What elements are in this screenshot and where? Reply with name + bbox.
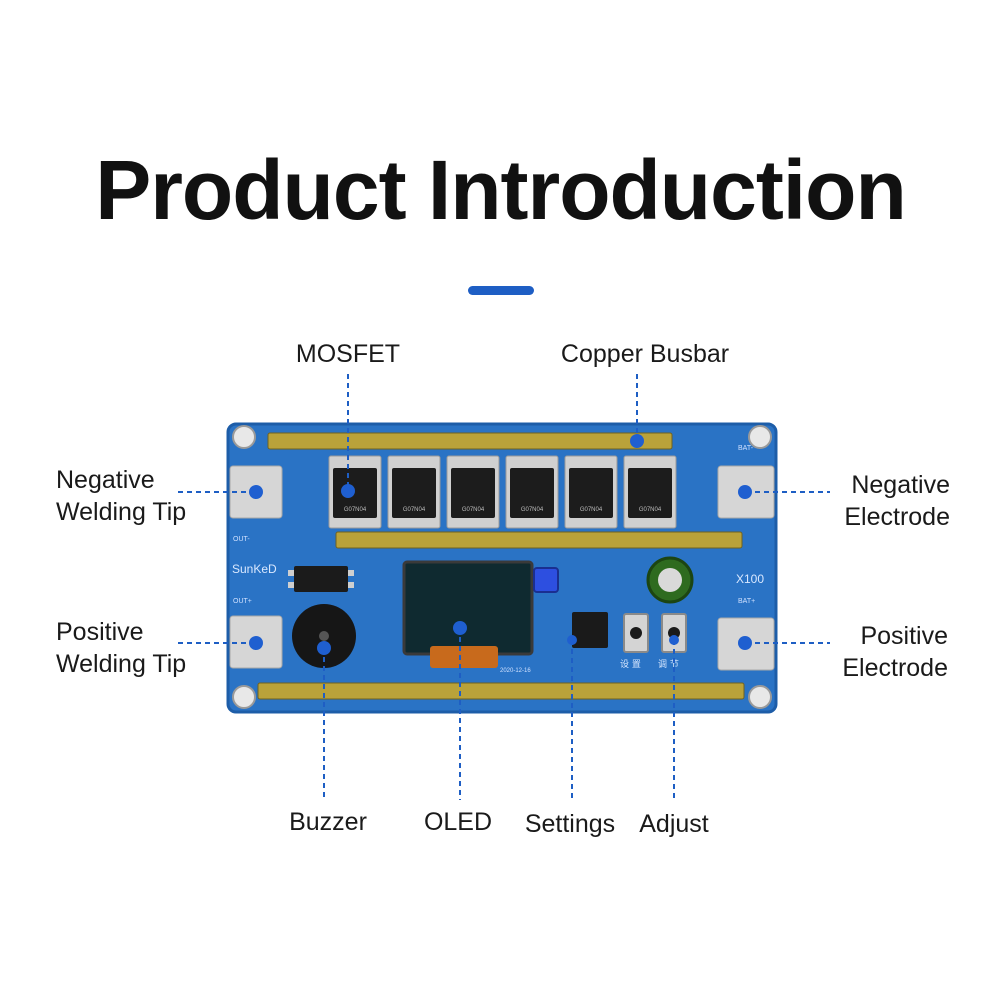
label-copper-busbar: Copper Busbar [560,340,730,368]
mosfet-body [333,468,377,518]
chip-pin [288,570,294,576]
mosfet-body [510,468,554,518]
callout-dot-settings [567,635,577,645]
mosfet-marking: G07N04 [344,507,367,513]
mosfet-marking: G07N04 [639,507,662,513]
label-positive-electrode: Positive Electrode [790,620,948,684]
label-negative-welding-tip: Negative Welding Tip [56,464,186,528]
callout-dot-positive-welding-tip [249,636,263,650]
label-settings: Settings [524,810,616,838]
label-negative-electrode: Negative Electrode [790,469,950,533]
mosfet: G07N04 [623,455,677,529]
callout-dots [249,434,752,655]
label-negative-welding-tip-line2: Welding Tip [56,498,187,526]
label-negative-welding-tip-line1: Negative [56,466,155,494]
mosfet-row: G07N04 G07N04 G07N04 G07N04 G07N04 G07N04 [328,455,677,529]
copper-busbar-middle [335,531,743,549]
copper-busbar-bottom [257,682,745,700]
silk-bat-minus: BAT- [738,445,754,452]
mosfet: G07N04 [387,455,441,529]
mosfet: G07N04 [446,455,500,529]
silk-out-plus: OUT+ [233,598,252,605]
callout-dot-copper-busbar [630,434,644,448]
label-positive-welding-tip-line1: Positive [56,618,144,646]
mosfet-marking: G07N04 [521,507,544,513]
silk-brand: SunKeD [232,562,277,576]
mounting-holes [232,425,772,709]
mosfet-marking: G07N04 [403,507,426,513]
mosfet-body [628,468,672,518]
callout-dot-negative-electrode [738,485,752,499]
buzzer-hole [319,631,329,641]
oled-display [402,560,534,656]
control-ic [572,612,608,648]
label-adjust: Adjust [639,810,709,838]
mosfet-body [392,468,436,518]
label-negative-electrode-line1: Negative [851,471,950,499]
label-positive-electrode-line2: Electrode [842,654,948,682]
silk-button-label-adjust: 调 节 [658,659,679,670]
label-buzzer: Buzzer [289,808,367,836]
mosfet-marking: G07N04 [580,507,603,513]
mosfet: G07N04 [564,455,618,529]
callout-dot-positive-electrode [738,636,752,650]
label-oled: OLED [423,808,493,836]
mosfet-body [569,468,613,518]
label-mosfet: MOSFET [295,340,401,368]
capacitor-top [658,568,682,592]
label-positive-welding-tip: Positive Welding Tip [56,616,186,680]
mosfet-marking: G07N04 [462,507,485,513]
mosfet: G07N04 [505,455,559,529]
copper-busbar-top [267,432,673,450]
callout-dot-adjust [669,635,679,645]
mounting-hole [748,425,772,449]
page-title: Product Introduction [95,143,907,237]
mosfet-body [451,468,495,518]
silk-model: X100 [736,572,764,586]
chip-pin [348,570,354,576]
leader-lines [178,374,830,800]
pcb-board-edge [226,422,778,714]
silk-bat-plus: BAT+ [738,598,755,605]
mosfet: G07N04 [328,455,382,529]
callout-dot-negative-welding-tip [249,485,263,499]
silk-out-minus: OUT- [233,536,250,543]
mounting-hole [232,685,256,709]
title-underline [468,286,534,295]
callout-dot-buzzer [317,641,331,655]
chip-pin [288,582,294,588]
callout-dot-mosfet [341,484,355,498]
silk-date-code: 2020-12-16 [500,668,531,674]
label-positive-electrode-line1: Positive [860,622,948,650]
callout-dot-oled [453,621,467,635]
smd-chip [294,566,348,592]
chip-pin [348,582,354,588]
mounting-hole [748,685,772,709]
label-negative-electrode-line2: Electrode [844,503,950,531]
settings-button-cap [630,627,642,639]
silk-button-label-settings: 设 置 [620,659,641,670]
oled-ribbon-cable [430,646,498,668]
mounting-hole [232,425,256,449]
trimmer-potentiometer [533,567,559,593]
label-positive-welding-tip-line2: Welding Tip [56,650,187,678]
